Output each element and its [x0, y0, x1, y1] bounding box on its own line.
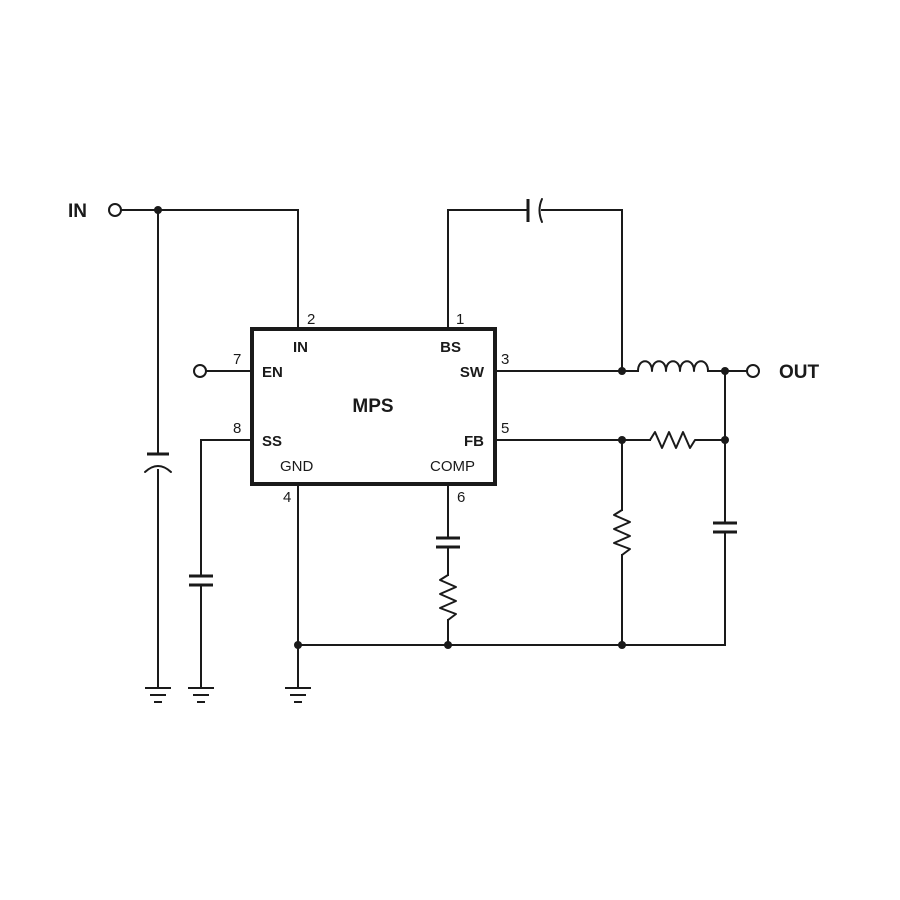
- pin-gnd-number: 4: [283, 489, 291, 506]
- junction-dot: [618, 641, 626, 649]
- pin-gnd-name: GND: [280, 458, 314, 475]
- pin-in-number: 2: [307, 311, 315, 328]
- enable-terminal: [193, 364, 207, 378]
- ground-symbol: [188, 687, 214, 703]
- feedback-upper-resistor: [649, 431, 701, 449]
- pin-ss-name: SS: [262, 433, 282, 450]
- ic-chip-label: MPS: [352, 396, 393, 417]
- output-capacitor: [713, 521, 737, 534]
- junction-dot: [294, 641, 302, 649]
- junction-dot: [618, 367, 626, 375]
- pin-bs-name: BS: [440, 339, 461, 356]
- input-terminal: [108, 203, 122, 217]
- compensation-capacitor: [436, 536, 460, 549]
- pin-in-name: IN: [293, 339, 308, 356]
- pin-en-name: EN: [262, 364, 283, 381]
- pin-comp-number: 6: [457, 489, 465, 506]
- junction-dot: [154, 206, 162, 214]
- pin-ss-number: 8: [233, 420, 241, 437]
- wires: [120, 209, 748, 689]
- junction-dots: [154, 206, 729, 649]
- ground-symbol: [145, 687, 171, 703]
- junction-dot: [444, 641, 452, 649]
- output-inductor: [637, 360, 709, 372]
- pin-sw-number: 3: [501, 351, 509, 368]
- pin-fb-number: 5: [501, 420, 509, 437]
- output-terminal: [746, 364, 760, 378]
- ic-chip-body: [250, 327, 497, 486]
- soft-start-capacitor: [189, 574, 213, 587]
- pin-fb-name: FB: [464, 433, 484, 450]
- bootstrap-capacitor: [526, 198, 543, 223]
- input-capacitor: [144, 452, 172, 473]
- compensation-resistor: [439, 574, 457, 621]
- pin-bs-number: 1: [456, 311, 464, 328]
- input-terminal-label: IN: [68, 201, 87, 222]
- output-terminal-label: OUT: [779, 362, 820, 383]
- junction-dot: [721, 367, 729, 375]
- junction-dot: [618, 436, 626, 444]
- pin-comp-name: COMP: [430, 458, 475, 475]
- ground-symbol: [285, 687, 311, 703]
- junction-dot: [721, 436, 729, 444]
- feedback-lower-resistor: [613, 509, 631, 556]
- pin-sw-name: SW: [460, 364, 485, 381]
- pin-en-number: 7: [233, 351, 241, 368]
